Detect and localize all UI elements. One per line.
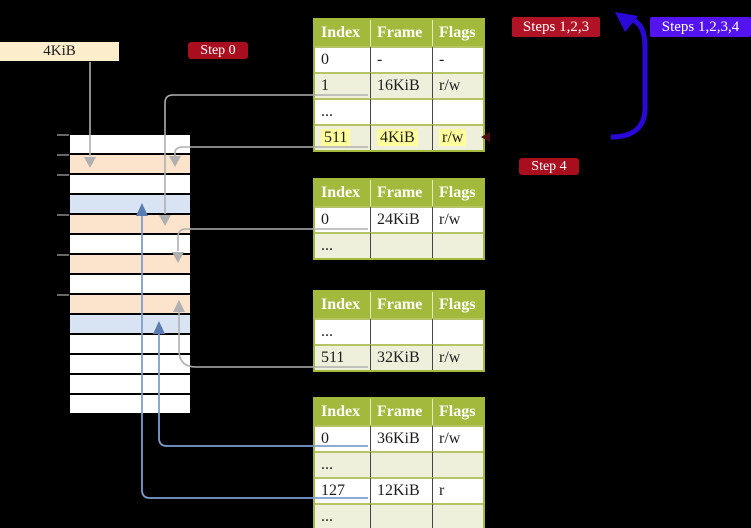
table-cell [432, 451, 483, 477]
table-row: ... [315, 98, 483, 124]
table-cell: 1 [315, 72, 370, 98]
table-cell: - [370, 46, 432, 72]
table-cell [370, 318, 432, 344]
memory-frame-row-white [70, 135, 190, 155]
column-header: Frame [370, 20, 432, 46]
memory-frame-row-white [70, 275, 190, 295]
table-cell: 32KiB [370, 344, 432, 370]
big-loop-arrowhead [615, 12, 638, 32]
table-cell: ... [315, 318, 370, 344]
memory-frame-row-white [70, 395, 190, 415]
page-size-label: 4KiB [0, 42, 119, 61]
table-cell: 16KiB [370, 72, 432, 98]
memory-frame-row-blue [70, 315, 190, 335]
column-header: Flags [432, 399, 483, 425]
table-row: ... [315, 232, 483, 258]
table-cell: r/w [432, 425, 483, 451]
table-cell: ... [315, 451, 370, 477]
column-header: Frame [370, 292, 432, 318]
step0-badge: Step 0 [188, 42, 248, 59]
highlighted-text: 511 [321, 129, 351, 146]
table-cell [432, 318, 483, 344]
table-cell: 511 [315, 344, 370, 370]
table-cell [432, 98, 483, 124]
table-cell: 0 [315, 206, 370, 232]
memory-frame-row-peach [70, 295, 190, 315]
column-header: Flags [432, 20, 483, 46]
memory-frame-row-white [70, 335, 190, 355]
table-row: ... [315, 451, 483, 477]
table-cell: 4KiB [370, 124, 432, 150]
steps-1234-badge: Steps 1,2,3,4 [650, 17, 751, 37]
table-cell: 0 [315, 46, 370, 72]
table-cell: ... [315, 98, 370, 124]
table-cell: r [432, 477, 483, 503]
table-row: 511 4KiB r/w [315, 124, 483, 150]
memory-frame-row-white [70, 355, 190, 375]
memory-frame-row-blue [70, 195, 190, 215]
strip-tick-marks [57, 134, 69, 296]
column-header: Frame [370, 399, 432, 425]
table-cell [432, 503, 483, 528]
table-cell: r/w [432, 344, 483, 370]
table-cell: ... [315, 232, 370, 258]
table-cell [370, 232, 432, 258]
memory-frame-row-white [70, 175, 190, 195]
column-header: Frame [370, 180, 432, 206]
memory-frame-row-peach [70, 255, 190, 275]
column-header: Flags [432, 292, 483, 318]
table-row: ... [315, 503, 483, 528]
column-header: Index [315, 20, 370, 46]
table-cell: 127 [315, 477, 370, 503]
table-cell: r/w [432, 206, 483, 232]
table-cell [370, 503, 432, 528]
memory-strip [70, 135, 190, 415]
column-header: Index [315, 399, 370, 425]
table-cell [370, 98, 432, 124]
table-cell: - [432, 46, 483, 72]
table-cell: 24KiB [370, 206, 432, 232]
column-header: Index [315, 292, 370, 318]
table-cell [370, 451, 432, 477]
memory-frame-row-peach [70, 215, 190, 235]
memory-frame-row-peach [70, 155, 190, 175]
step4-badge: Step 4 [519, 158, 579, 175]
table-row: 0-- [315, 46, 483, 72]
steps-123-badge: Steps 1,2,3 [512, 17, 600, 37]
memory-frame-row-white [70, 375, 190, 395]
table-cell: r/w [432, 124, 483, 150]
table-cell: 0 [315, 425, 370, 451]
big-loop-arrow [610, 15, 648, 140]
column-header: Index [315, 180, 370, 206]
table-cell: r/w [432, 72, 483, 98]
highlighted-text: r/w [439, 129, 467, 146]
table-cell: 12KiB [370, 477, 432, 503]
table-cell [432, 232, 483, 258]
table-cell: 36KiB [370, 425, 432, 451]
table-cell: 511 [315, 124, 370, 150]
column-header: Flags [432, 180, 483, 206]
table-row: ... [315, 318, 483, 344]
table-cell: ... [315, 503, 370, 528]
memory-frame-row-white [70, 235, 190, 255]
highlighted-text: 4KiB [377, 129, 418, 146]
